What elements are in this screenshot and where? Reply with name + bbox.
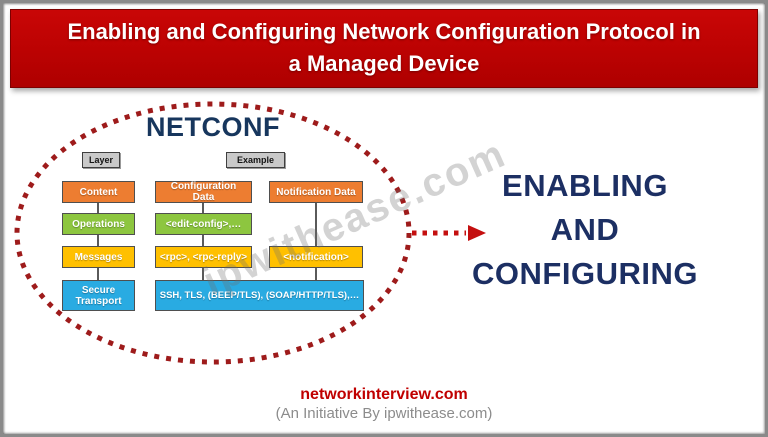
hero-line-1: ENABLING [502,168,668,203]
connector-line [202,268,204,280]
box-notification: <notification> [269,246,363,268]
box-messages: Messages [62,246,135,268]
connector-line [97,203,99,213]
example-label: Example [226,152,286,168]
hero-text: ENABLING AND CONFIGURING [452,164,718,296]
dashed-ellipse-icon [14,101,412,365]
hero-line-3: CONFIGURING [472,256,698,291]
connector-line [202,235,204,246]
box-notification-data: Notification Data [269,181,363,203]
title-line-2: a Managed Device [288,51,480,76]
title-line-1: Enabling and Configuring Network Configu… [67,19,701,44]
connector-line [97,268,99,280]
box-edit-config: <edit-config>,… [155,213,252,235]
box-operations: Operations [62,213,135,235]
box-configuration-data: Configuration Data [155,181,252,203]
connector-line [315,203,317,246]
box-transport-protocols: SSH, TLS, (BEEP/TLS), (SOAP/HTTP/TLS),… [155,280,364,311]
dotted-arrow-icon [412,225,486,241]
footer-site-link[interactable]: networkinterview.com [300,386,468,403]
connector-line [315,268,317,280]
connector-line [202,203,204,213]
box-secure-transport: Secure Transport [62,280,135,311]
hero-line-2: AND [550,212,620,247]
layer-label: Layer [82,152,121,168]
box-content: Content [62,181,135,203]
diagram-title: NETCONF [146,112,280,142]
title-banner: Enabling and Configuring Network Configu… [10,9,758,88]
box-rpc-reply: <rpc>, <rpc-reply> [155,246,252,268]
footer-tagline: (An Initiative By ipwithease.com) [275,405,493,422]
connector-line [97,235,99,246]
